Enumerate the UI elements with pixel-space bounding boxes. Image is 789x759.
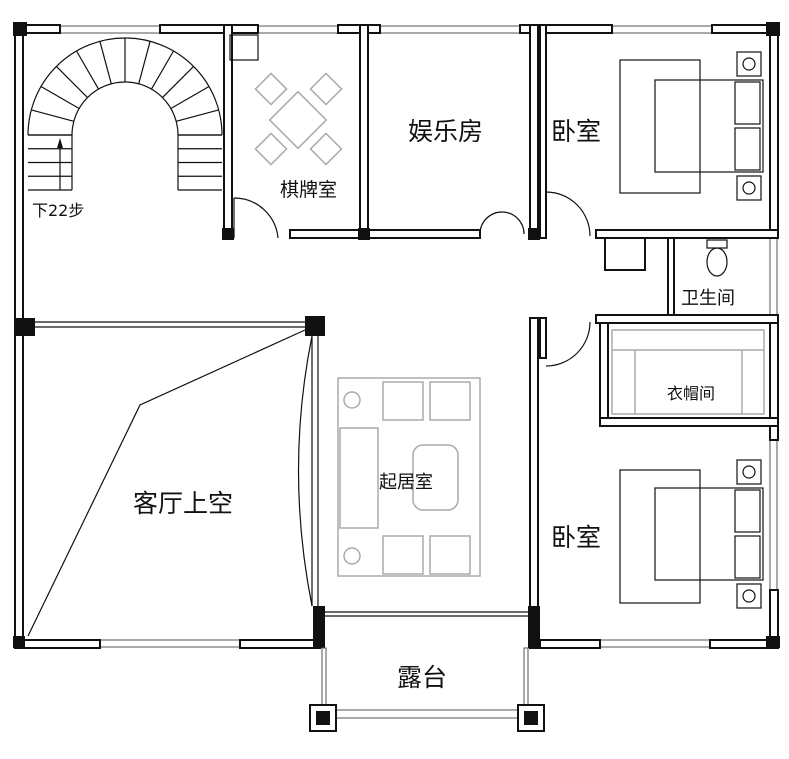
stair-tread (31, 109, 74, 122)
bed-top (619, 51, 764, 201)
label-chess-room: 棋牌室 (280, 179, 337, 201)
stair-tread (138, 41, 151, 84)
furniture (229, 34, 765, 609)
void-railing (27, 321, 319, 637)
wardrobe (611, 329, 765, 415)
label-bedroom-top: 卧室 (551, 117, 601, 146)
label-bathroom: 卫生间 (681, 288, 735, 309)
sofa-set (297, 335, 481, 607)
bed-bottom (619, 459, 764, 609)
chess-table (229, 34, 343, 166)
terrace-railing (309, 647, 545, 732)
stair-tread (75, 50, 100, 90)
label-living-room: 起居室 (379, 472, 433, 493)
label-entertainment-room: 娱乐房 (408, 117, 483, 146)
stair-tread (55, 65, 88, 98)
label-bedroom-bottom: 卧室 (551, 523, 601, 552)
walls (13, 22, 780, 649)
stair-tread (176, 109, 219, 122)
stair-tread (162, 65, 195, 98)
stair-tread (40, 85, 80, 110)
doors (233, 191, 591, 617)
label-hall-void: 客厅上空 (133, 489, 233, 518)
stair-tread (170, 85, 210, 110)
stair-tread (99, 41, 112, 84)
toilet (706, 239, 728, 277)
spiral-staircase (27, 37, 223, 191)
label-closet: 衣帽间 (667, 384, 715, 403)
stair-tread (150, 50, 175, 90)
label-stairs: 下22步 (32, 201, 84, 220)
label-terrace: 露台 (397, 663, 447, 692)
